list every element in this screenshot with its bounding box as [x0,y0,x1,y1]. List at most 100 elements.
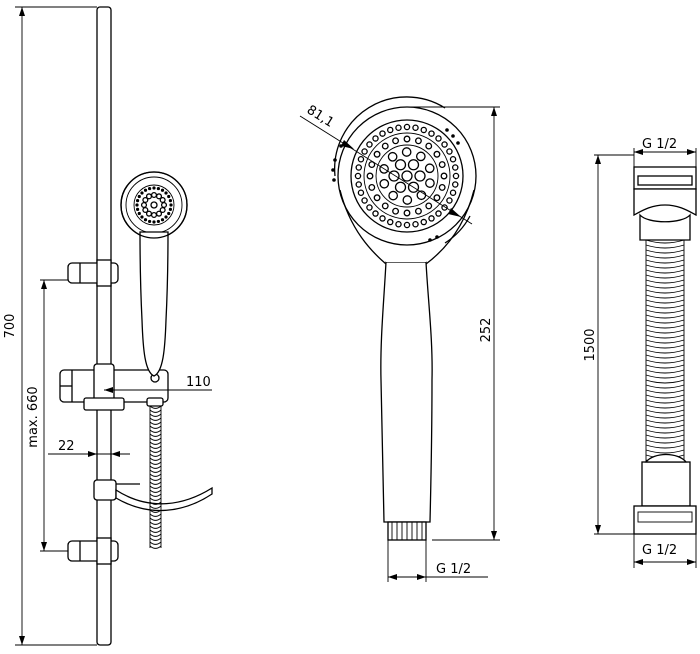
nozzle-dot [445,128,449,132]
nozzle-dot [452,172,460,180]
dimension-total-height: 700 [3,6,97,646]
label-hose-thread-bottom: G 1/2 [642,543,677,558]
hose-winding [645,434,685,439]
nozzle-dot [452,164,459,171]
nozzle-hole [155,193,163,200]
label-handshower-thread: G 1/2 [436,562,471,577]
dimension-max-height: max. 660 [26,279,68,552]
nozzle-dot [449,155,457,163]
hose-winding [645,284,685,289]
hose-winding [645,289,685,294]
hose-winding [645,369,685,374]
hand-shower-front-view: 81,1 252 G 1/2 [299,96,500,582]
nozzle-hole [414,170,426,182]
hose-winding [149,533,162,537]
hose-winding [149,537,162,541]
label-total-height: 700 [3,314,18,339]
hose-winding [645,384,685,389]
upper-wall-bracket [67,259,119,287]
nozzle-dot [355,181,362,188]
shower-hose-view: G 1/2 1500 G 1/2 [583,137,697,568]
nozzle-hole [145,193,153,200]
dimension-hose-thread-bottom: G 1/2 [633,534,697,568]
hose-winding [149,513,162,517]
hose-winding [149,497,162,501]
hose-coil [645,239,685,464]
nozzle-dot [164,191,168,195]
nozzle-dot [366,141,373,148]
hose-winding [645,299,685,304]
nozzle-dot [392,207,400,215]
nozzle-hole [150,191,158,199]
hose-winding [645,379,685,384]
hose-winding [149,449,162,453]
hose-winding [149,461,162,465]
hose-winding [645,444,685,449]
hose-winding [645,259,685,264]
hose-winding [645,394,685,399]
nozzle-dot [435,210,442,217]
hose-winding [645,264,685,269]
nozzle-dot [167,194,171,199]
hose-winding [149,505,162,509]
nozzle-dot [160,218,165,222]
nozzle-dot [420,218,428,226]
nozzle-dot [160,188,165,192]
nozzle-dot [168,207,173,211]
nozzle-hole [379,178,390,189]
lower-wall-bracket [67,537,119,565]
nozzle-dot [452,181,459,188]
nozzle-hole [401,170,413,182]
hose-winding [149,501,162,505]
label-hose-length: 1500 [583,328,598,361]
nozzle-dot [373,150,381,158]
hose-winding [149,441,162,445]
hose-winding [645,304,685,309]
nozzle-dot [156,219,160,224]
nozzle-hole [388,190,399,201]
nozzle-hole [155,210,163,217]
nozzle-dot [156,186,160,191]
nozzle-hole [387,151,398,162]
nozzle-dot [425,142,433,150]
hose-winding [149,545,162,549]
hose-winding [149,405,162,409]
hose-winding [645,269,685,274]
nozzle-dot [152,220,156,224]
hose-winding [645,359,685,364]
nozzle-dot [428,130,435,137]
shower-head-nozzles [331,123,460,242]
dimension-hose-thread-top: G 1/2 [633,137,697,167]
hose-winding [645,309,685,314]
nozzle-hole [394,181,407,193]
hose-winding [645,414,685,419]
hose-winding [645,244,685,249]
hose-winding [645,349,685,354]
nozzle-dot [361,148,368,155]
nozzle-dot [357,189,365,197]
nozzle-dot [164,215,168,219]
nozzle-hole [159,206,166,214]
hose-bottom-nut [633,453,697,535]
hose-winding [645,409,685,414]
hose-winding [645,314,685,319]
hose-winding [645,419,685,424]
nozzle-dot [428,215,435,222]
nozzle-dot [392,137,400,145]
nozzle-dot [451,134,455,138]
nozzle-dot [435,235,439,239]
nozzle-dot [420,126,428,134]
nozzle-hole [150,211,158,219]
nozzle-dot [403,123,411,131]
nozzle-dot [412,124,419,131]
hose-winding [645,274,685,279]
hose-winding [149,489,162,493]
nozzle-dot [379,215,386,222]
nozzle-dot [403,135,411,143]
nozzle-dot [403,221,411,229]
nozzle-dot [438,183,446,191]
nozzle-hole [407,159,420,171]
hose-winding [645,334,685,339]
hose-winding [645,344,685,349]
